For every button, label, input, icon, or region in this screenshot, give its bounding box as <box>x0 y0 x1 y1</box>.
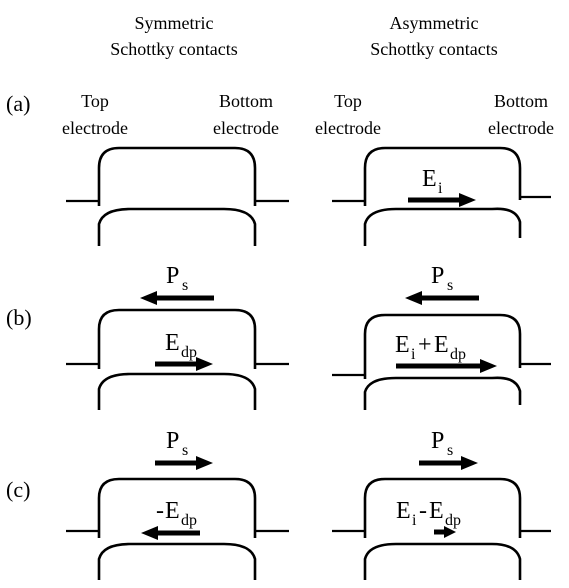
total-field-label-b-asym-sub2: dp <box>450 346 466 363</box>
depolarization-field-arrow-c-sym <box>141 526 200 540</box>
total-field-label-c-asym-main1: E <box>396 498 411 524</box>
field-label-a-asym: E i <box>422 166 443 197</box>
band-diagram-a-asymmetric <box>332 146 551 246</box>
built-in-field-arrow-a-asym <box>408 193 476 207</box>
bottom-electrode-label-asym-line1: Bottom <box>494 91 548 111</box>
panel-label-a: (a) <box>6 91 30 116</box>
polarization-label-b-asym: P s <box>431 263 453 294</box>
total-field-label-b-asym-main1: E <box>395 332 410 358</box>
polarization-label-b-asym-sub: s <box>447 277 453 294</box>
band-diagram-a-symmetric <box>66 146 289 246</box>
bottom-electrode-label-asym-line2: electrode <box>488 118 554 138</box>
polarization-label-c-sym-sub: s <box>182 442 188 459</box>
depolarization-field-label-c-sym-main: E <box>165 498 180 524</box>
top-electrode-label-asym-line1: Top <box>334 91 362 111</box>
polarization-label-c-sym-main: P <box>166 428 179 454</box>
depolarization-field-label-c-sym: - E dp <box>156 498 197 529</box>
polarization-label-c-sym: P s <box>166 428 188 459</box>
total-field-label-b-asym-main2: E <box>434 332 449 358</box>
total-field-arrow-c-asym <box>434 526 456 538</box>
header-asymmetric-line2: Schottky contacts <box>370 39 497 59</box>
depolarization-field-label-c-sym-sub: dp <box>181 512 197 529</box>
polarization-label-c-asym: P s <box>431 428 453 459</box>
top-electrode-label-sym-line2: electrode <box>62 118 128 138</box>
total-field-label-b-asym-sub1: i <box>411 346 416 363</box>
header-symmetric-line2: Schottky contacts <box>110 39 237 59</box>
polarization-label-b-asym-main: P <box>431 263 444 289</box>
polarization-label-c-asym-main: P <box>431 428 444 454</box>
panel-label-c: (c) <box>6 477 30 502</box>
total-field-label-b-asym: E i + E dp <box>395 332 466 363</box>
depolarization-field-arrow-b-sym <box>155 357 213 371</box>
band-diagram-c-asymmetric <box>332 477 551 580</box>
depolarization-field-label-b-sym-sub: dp <box>181 344 197 361</box>
field-label-a-asym-main: E <box>422 166 437 192</box>
total-field-arrow-b-asym <box>396 359 497 373</box>
polarization-label-c-asym-sub: s <box>447 442 453 459</box>
total-field-label-b-asym-op: + <box>418 332 432 358</box>
band-diagram-b-symmetric <box>66 308 289 410</box>
top-electrode-label-asym-line2: electrode <box>315 118 381 138</box>
polarization-label-b-sym-main: P <box>166 263 179 289</box>
panel-label-b: (b) <box>6 305 32 330</box>
polarization-arrow-b-sym <box>140 291 214 305</box>
band-diagram-c-symmetric <box>66 477 289 580</box>
total-field-label-c-asym-sub2: dp <box>445 512 461 529</box>
header-symmetric-line1: Symmetric <box>135 13 214 33</box>
polarization-arrow-c-sym <box>155 456 213 470</box>
band-diagram-b-asymmetric <box>332 313 551 410</box>
depolarization-field-label-b-sym-main: E <box>165 330 180 356</box>
bottom-electrode-label-sym-line1: Bottom <box>219 91 273 111</box>
total-field-label-c-asym: E i - E dp <box>396 498 461 529</box>
polarization-label-b-sym: P s <box>166 263 188 294</box>
top-electrode-label-sym-line1: Top <box>81 91 109 111</box>
header-asymmetric-line1: Asymmetric <box>390 13 479 33</box>
polarization-label-b-sym-sub: s <box>182 277 188 294</box>
field-label-a-asym-sub: i <box>438 180 443 197</box>
polarization-arrow-c-asym <box>419 456 478 470</box>
bottom-electrode-label-sym-line2: electrode <box>213 118 279 138</box>
total-field-label-c-asym-sub1: i <box>412 512 417 529</box>
total-field-label-c-asym-op: - <box>419 498 427 524</box>
polarization-arrow-b-asym <box>405 291 479 305</box>
total-field-label-c-asym-main2: E <box>429 498 444 524</box>
depolarization-field-label-b-sym: E dp <box>165 330 197 361</box>
depolarization-field-label-c-sym-prefix: - <box>156 498 164 524</box>
